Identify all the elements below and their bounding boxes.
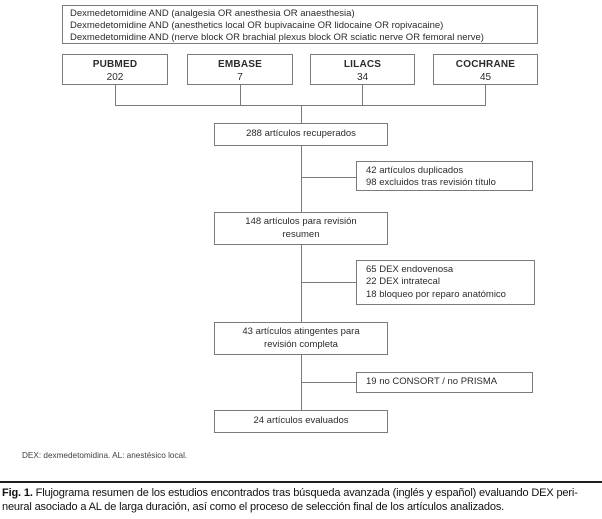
flow-box-abstract-review: 148 artículos para revisión resumen [214, 212, 388, 245]
flow-box-label: 43 artículos atingentes para [242, 326, 360, 337]
connector-embase-stub [240, 85, 241, 105]
exclusion-line: 18 bloqueo por reparo anatómico [366, 289, 506, 301]
exclusion-box-route: 65 DEX endovenosa 22 DEX intratecal 18 b… [356, 260, 535, 305]
flow-box-label: resumen [282, 228, 320, 240]
connector-branch-1 [301, 177, 356, 178]
exclusion-line: 19 no CONSORT / no PRISMA [366, 375, 498, 387]
caption-divider [0, 481, 602, 483]
figure-caption-text-2: neural asociado a AL de larga duración, … [2, 501, 505, 514]
flow-box-retrieved: 288 artículos recuperados [214, 123, 388, 146]
db-name: PUBMED [92, 58, 138, 70]
connector-pubmed-stub [115, 85, 116, 105]
figure-caption: Fig. 1. Flujograma resumen de los estudi… [2, 486, 602, 515]
db-box-lilacs: LILACS 34 [310, 54, 415, 85]
flow-box-label: revisión completa [264, 338, 338, 350]
connector-collector [115, 105, 486, 106]
db-box-cochrane: COCHRANE 45 [433, 54, 538, 85]
db-name: LILACS [343, 58, 382, 70]
connector-main-2 [301, 146, 302, 212]
db-count: 202 [106, 71, 124, 83]
exclusion-line: 65 DEX endovenosa [366, 263, 454, 275]
search-query-line: Dexmedetomidine AND (analgesia OR anesth… [70, 8, 355, 19]
db-count: 45 [479, 71, 492, 83]
flow-box-label: 288 artículos recuperados [246, 128, 356, 140]
exclusion-box-duplicates: 42 artículos duplicados 98 excluidos tra… [356, 161, 533, 191]
connector-lilacs-stub [362, 85, 363, 105]
db-name: EMBASE [218, 58, 262, 70]
exclusion-line: 98 excluidos tras revisión título [366, 177, 496, 189]
flow-box-label: 148 artículos para revisión [245, 216, 357, 227]
figure-caption-text-1: Flujograma resumen de los estudios encon… [32, 486, 578, 499]
db-box-embase: EMBASE 7 [187, 54, 293, 85]
db-count: 7 [237, 71, 243, 83]
figure-footnote: DEX: dexmedetomidina. AL: anestésico loc… [22, 451, 188, 460]
connector-cochrane-stub [485, 85, 486, 105]
flow-box-label: 24 artículos evaluados [253, 415, 349, 427]
figure-caption-label: Fig. 1. [2, 486, 33, 499]
db-box-pubmed: PUBMED 202 [62, 54, 168, 85]
connector-branch-2 [301, 282, 356, 283]
db-count: 34 [356, 71, 369, 83]
flow-box-evaluated: 24 artículos evaluados [214, 410, 388, 433]
connector-branch-3 [301, 382, 356, 383]
search-query-box: Dexmedetomidine AND (analgesia OR anesth… [62, 5, 538, 44]
db-name: COCHRANE [455, 58, 516, 70]
exclusion-line: 42 artículos duplicados [366, 164, 464, 176]
search-query-line: Dexmedetomidine AND (nerve block OR brac… [70, 31, 484, 43]
exclusion-box-consort: 19 no CONSORT / no PRISMA [356, 372, 533, 393]
exclusion-line: 22 DEX intratecal [366, 276, 440, 288]
connector-main-1 [301, 105, 302, 123]
flow-box-full-review: 43 artículos atingentes para revisión co… [214, 322, 388, 355]
connector-main-3 [301, 245, 302, 322]
search-query-line: Dexmedetomidine AND (anesthetics local O… [70, 19, 444, 31]
